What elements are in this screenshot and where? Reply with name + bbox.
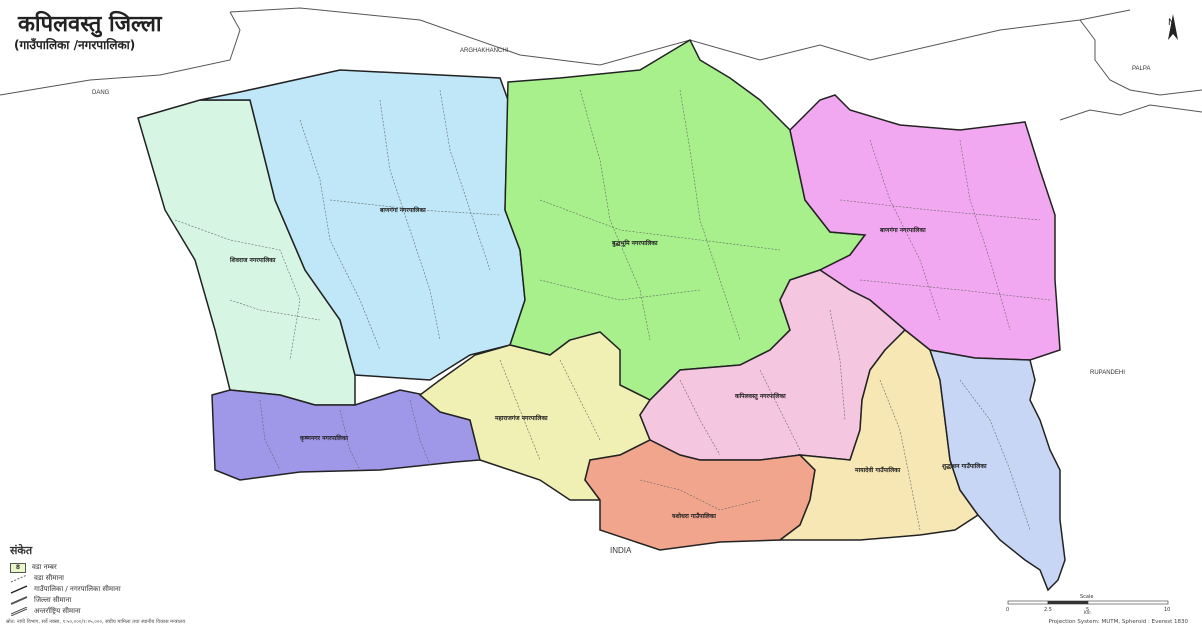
neighbor-labels: ARGHAKHANCHI DANG PALPA RUPANDEHI INDIA bbox=[92, 48, 1150, 555]
municipality-label-krishnanagar: कृष्णनगर नगरपालिका bbox=[299, 434, 348, 442]
north-arrow: N bbox=[1158, 10, 1188, 50]
solid-line-icon bbox=[10, 585, 28, 594]
neighbor-label-arghakhanchi: ARGHAKHANCHI bbox=[460, 48, 509, 54]
neighbor-label-rupandehi: RUPANDEHI bbox=[1090, 370, 1125, 376]
north-label: N bbox=[1168, 18, 1175, 28]
legend-label: गाउँपालिका / नगरपालिका सीमाना bbox=[34, 585, 121, 593]
north-arrow-icon: N bbox=[1168, 14, 1178, 40]
municipality-label-buddhabhumi: बुद्धभूमि नगरपालिका bbox=[611, 239, 658, 247]
neighbor-label-india: INDIA bbox=[610, 546, 632, 555]
municipality-label-banganga-west: बाणगंगा नगरपालिका bbox=[379, 206, 426, 214]
legend-item-international-boundary: अन्तर्राष्ट्रिय सीमाना bbox=[10, 606, 180, 617]
municipality-label-banganga-east: बाणगंगा नगरपालिका bbox=[879, 226, 926, 234]
ward-number-swatch: 8 bbox=[10, 562, 26, 573]
scale-tick-0: 0 bbox=[1006, 607, 1009, 613]
municipality-labels: शिवराज नगरपालिका बाणगंगा नगरपालिका बुद्ध… bbox=[229, 206, 987, 520]
ward-boundaries bbox=[174, 89, 1051, 531]
map-subtitle: (गाउँपालिका /नगरपालिका) bbox=[14, 38, 136, 52]
municipality-shuddhodhan bbox=[928, 349, 1066, 592]
municipality-label-maharajganj: महाराजगंज नगरपालिका bbox=[494, 414, 548, 422]
legend-title: संकेत bbox=[10, 544, 33, 557]
projection-note: Projection System: MUTM, Spheroid : Ever… bbox=[1048, 619, 1188, 625]
municipality-label-mayadevi: मायादेवी गाउँपालिका bbox=[854, 466, 901, 474]
scale-unit: Km bbox=[1084, 610, 1091, 614]
legend-label: वडा नम्बर bbox=[32, 563, 57, 571]
legend-item-district-boundary: जिल्ला सीमाना bbox=[10, 595, 180, 606]
municipality-label-shivraj: शिवराज नगरपालिका bbox=[229, 256, 276, 264]
source-note: स्रोत: नापी विभाग, सर्वे नक्सा, १:५०,०००… bbox=[6, 619, 186, 625]
neighbor-label-palpa: PALPA bbox=[1132, 66, 1150, 72]
legend-item-municipality-boundary: गाउँपालिका / नगरपालिका सीमाना bbox=[10, 584, 180, 595]
dotted-line-icon bbox=[10, 574, 28, 583]
thick-line-icon bbox=[10, 596, 28, 605]
double-line-icon bbox=[10, 607, 28, 616]
neighbor-outlines bbox=[0, 7, 1202, 121]
scale-tick-1: 2.5 bbox=[1044, 607, 1052, 613]
scale-label: Scale bbox=[1080, 594, 1093, 600]
map-title: कपिलवस्तु जिल्ला bbox=[18, 12, 162, 37]
legend: संकेत 8 वडा नम्बर वडा सीमाना गाउँपालिका … bbox=[10, 543, 180, 617]
scale-tick-2: 5 bbox=[1086, 607, 1089, 613]
legend-label: अन्तर्राष्ट्रिय सीमाना bbox=[34, 607, 81, 615]
legend-item-ward-boundary: वडा सीमाना bbox=[10, 573, 180, 584]
neighbor-label-dang: DANG bbox=[92, 90, 110, 96]
municipality-label-kapilvastu: कपिलवस्तु नगरपालिका bbox=[734, 392, 786, 400]
municipality-label-shuddhodhan: शुद्धोधन गाउँपालिका bbox=[942, 462, 987, 470]
scale-bar: Scale 0 2.5 5 10 Km bbox=[1000, 592, 1190, 615]
legend-label: वडा सीमाना bbox=[34, 574, 64, 582]
municipality-label-yashodhara: यशोधरा गाउँपालिका bbox=[671, 512, 716, 520]
legend-item-ward-number: 8 वडा नम्बर bbox=[10, 562, 180, 573]
scale-tick-3: 10 bbox=[1164, 607, 1170, 613]
legend-label: जिल्ला सीमाना bbox=[34, 596, 72, 604]
